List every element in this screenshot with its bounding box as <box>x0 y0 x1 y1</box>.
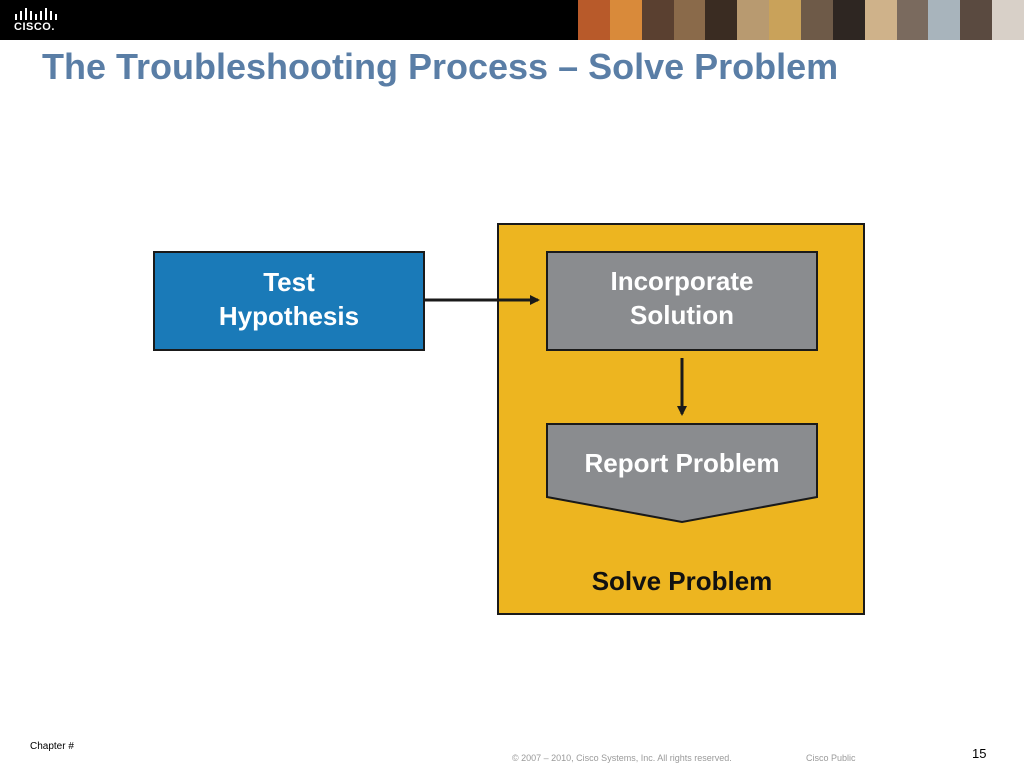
header-photo <box>864 0 897 40</box>
header-photo <box>641 0 674 40</box>
incorporate-solution-label-line2: Solution <box>630 300 734 330</box>
test-hypothesis-label-line1: Test <box>263 267 315 297</box>
header-photo <box>737 0 770 40</box>
footer-classification: Cisco Public <box>806 753 856 763</box>
cisco-bars-icon <box>15 8 57 20</box>
cisco-logo: CISCO. <box>12 5 62 35</box>
header-photo <box>832 0 865 40</box>
incorporate-solution-label-line1: Incorporate <box>610 266 753 296</box>
report-problem-shape <box>546 423 818 524</box>
report-problem-label: Report Problem <box>584 448 779 478</box>
slide-title: The Troubleshooting Process – Solve Prob… <box>42 46 839 87</box>
header-photo <box>960 0 993 40</box>
page-number: 15 <box>972 746 987 761</box>
footer-chapter: Chapter # <box>30 741 74 752</box>
header-photo <box>801 0 833 40</box>
test-hypothesis-label-line2: Hypothesis <box>219 301 359 331</box>
test-hypothesis-box <box>153 251 425 351</box>
header-bar: CISCO. <box>0 0 1024 40</box>
header-photo <box>705 0 738 40</box>
header-photo-strip <box>578 0 1024 40</box>
header-photo <box>578 0 610 40</box>
cisco-logo-text: CISCO. <box>14 21 55 33</box>
header-photo <box>609 0 642 40</box>
header-photo <box>896 0 929 40</box>
solve-problem-label: Solve Problem <box>592 566 773 596</box>
footer-copyright: © 2007 – 2010, Cisco Systems, Inc. All r… <box>512 753 732 763</box>
header-photo <box>928 0 961 40</box>
header-photo <box>992 0 1024 40</box>
header-photo <box>673 0 706 40</box>
incorporate-solution-box <box>546 251 818 351</box>
header-photo <box>769 0 802 40</box>
